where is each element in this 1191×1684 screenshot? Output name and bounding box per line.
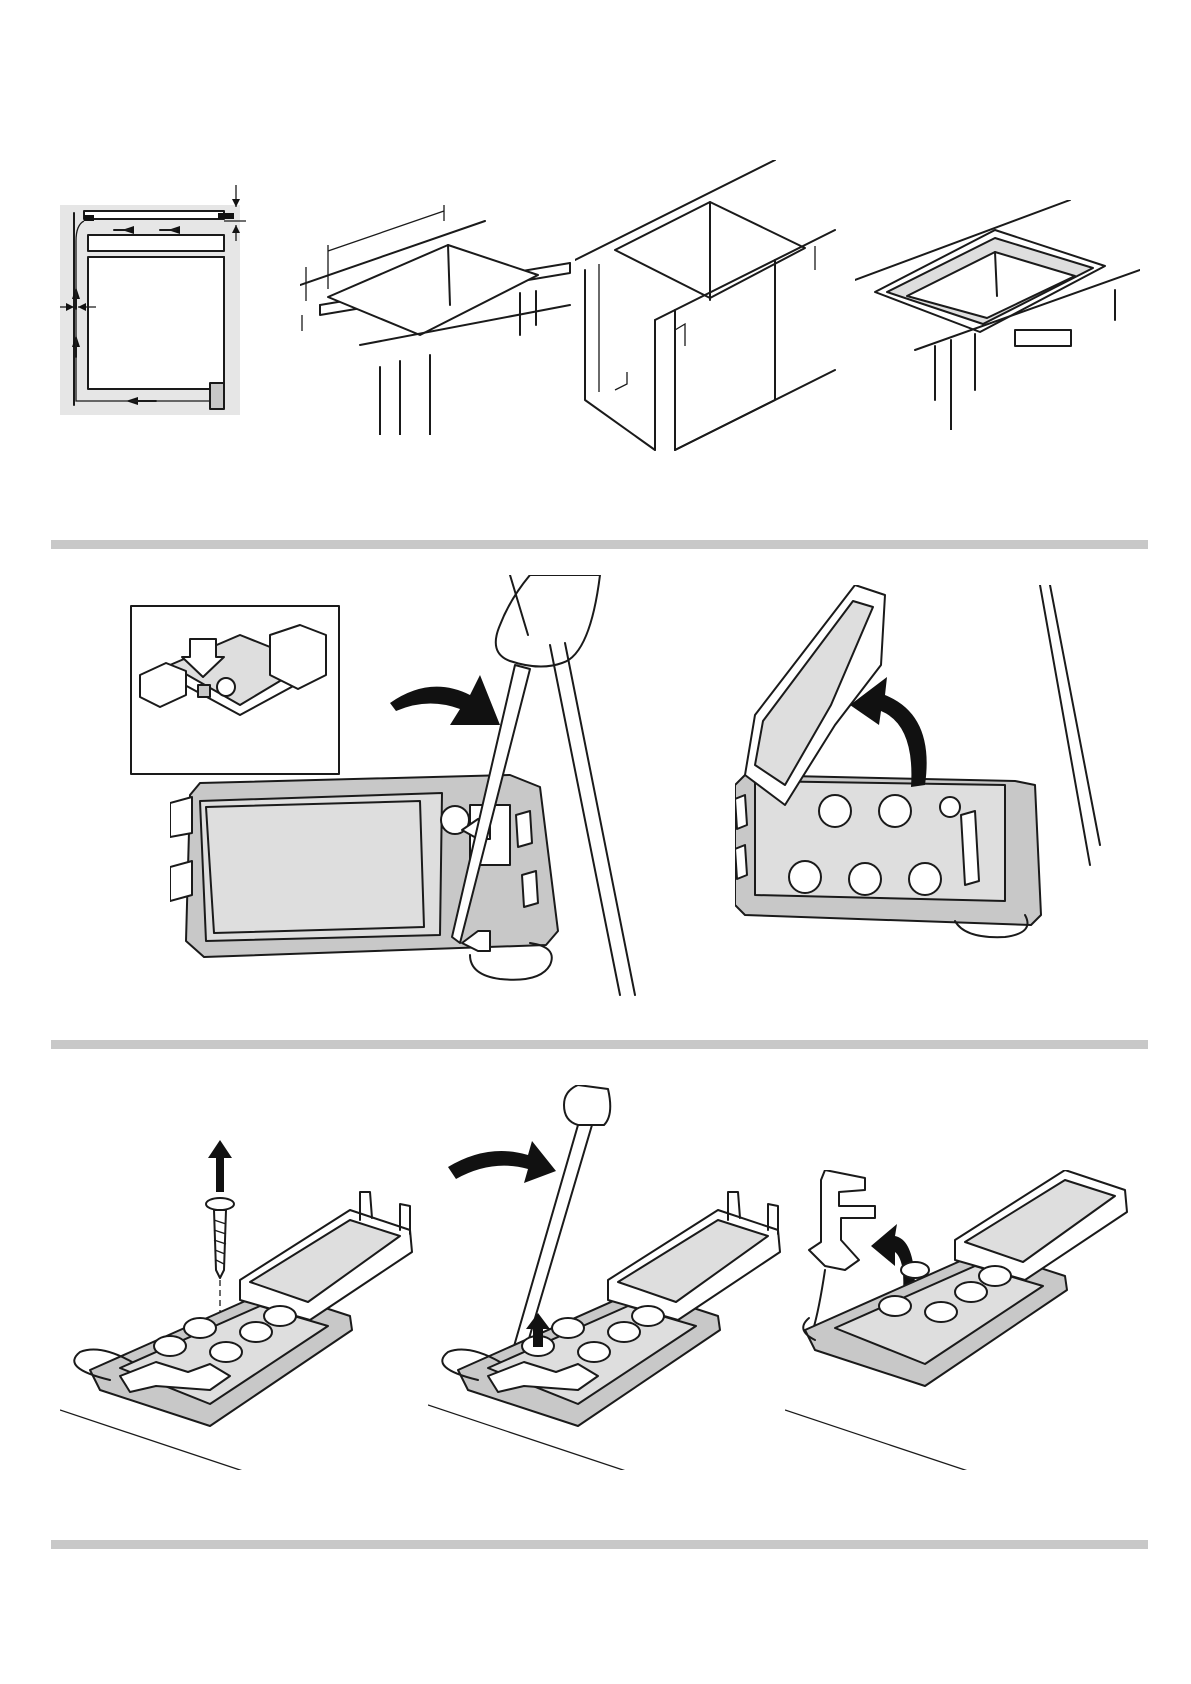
screwdriver-lever-clamp-icon <box>428 1085 788 1470</box>
open-connection-box-cover-icon <box>735 585 1125 945</box>
lift-out-cable-clamp-icon <box>785 1170 1145 1470</box>
countertop-cutout-dimensions-icon <box>300 205 580 435</box>
remove-strain-relief-screw-icon <box>60 1140 420 1470</box>
section-separator <box>51 1540 1148 1549</box>
cabinet-ventilation-cross-section-icon <box>60 185 250 425</box>
section-separator <box>51 540 1148 549</box>
base-cabinet-frame-icon <box>575 160 855 460</box>
section-separator <box>51 1040 1148 1049</box>
screwdriver-release-cover-clips-icon <box>170 575 690 1005</box>
hob-inserted-in-cutout-icon <box>855 200 1140 430</box>
